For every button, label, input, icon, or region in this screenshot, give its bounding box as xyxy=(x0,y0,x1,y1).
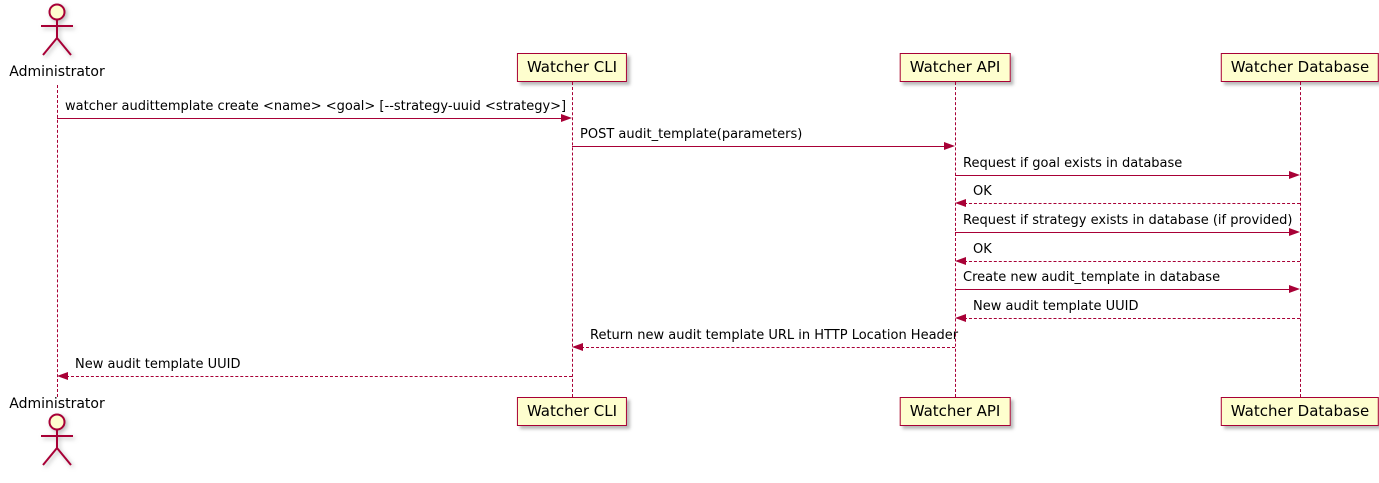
message-line-9 xyxy=(66,376,572,377)
actor-label-bottom-administrator: Administrator xyxy=(9,396,105,412)
message-line-5 xyxy=(964,261,1300,262)
message-label-7: New audit template UUID xyxy=(973,299,1139,314)
message-line-4 xyxy=(955,232,1291,233)
participant-box-bottom-cli: Watcher CLI xyxy=(516,397,628,426)
message-line-1 xyxy=(572,146,946,147)
participant-box-bottom-api: Watcher API xyxy=(899,397,1011,426)
message-arrowhead-6 xyxy=(1289,285,1300,293)
message-label-2: Request if goal exists in database xyxy=(963,156,1183,171)
message-arrowhead-5 xyxy=(955,257,966,265)
participant-box-top-db: Watcher Database xyxy=(1220,53,1379,82)
message-arrowhead-0 xyxy=(561,114,572,122)
message-line-0 xyxy=(57,118,563,119)
message-line-8 xyxy=(581,347,955,348)
message-arrowhead-8 xyxy=(572,343,583,351)
message-label-5: OK xyxy=(973,242,992,257)
message-arrowhead-1 xyxy=(944,142,955,150)
participant-box-top-cli: Watcher CLI xyxy=(516,53,628,82)
message-label-0: watcher audittemplate create <name> <goa… xyxy=(65,99,567,114)
lifeline-db xyxy=(1300,82,1301,397)
message-arrowhead-3 xyxy=(955,199,966,207)
message-arrowhead-2 xyxy=(1289,171,1300,179)
message-line-6 xyxy=(955,289,1291,290)
message-label-4: Request if strategy exists in database (… xyxy=(963,213,1293,228)
participant-box-top-api: Watcher API xyxy=(899,53,1011,82)
message-label-9: New audit template UUID xyxy=(75,357,241,372)
message-label-8: Return new audit template URL in HTTP Lo… xyxy=(590,328,959,343)
message-line-2 xyxy=(955,175,1291,176)
message-line-7 xyxy=(964,318,1300,319)
message-label-3: OK xyxy=(973,184,992,199)
message-arrowhead-7 xyxy=(955,314,966,322)
message-line-3 xyxy=(964,203,1300,204)
message-label-6: Create new audit_template in database xyxy=(963,270,1221,285)
message-label-1: POST audit_template(parameters) xyxy=(580,127,803,142)
actor-label-top-administrator: Administrator xyxy=(9,64,105,80)
message-arrowhead-9 xyxy=(57,372,68,380)
actor-icon-top-administrator xyxy=(32,2,82,62)
lifeline-cli xyxy=(572,82,573,397)
message-arrowhead-4 xyxy=(1289,228,1300,236)
lifeline-administrator xyxy=(57,85,58,397)
participant-box-bottom-db: Watcher Database xyxy=(1220,397,1379,426)
lifeline-api xyxy=(955,82,956,397)
actor-icon-bottom-administrator xyxy=(32,412,82,472)
